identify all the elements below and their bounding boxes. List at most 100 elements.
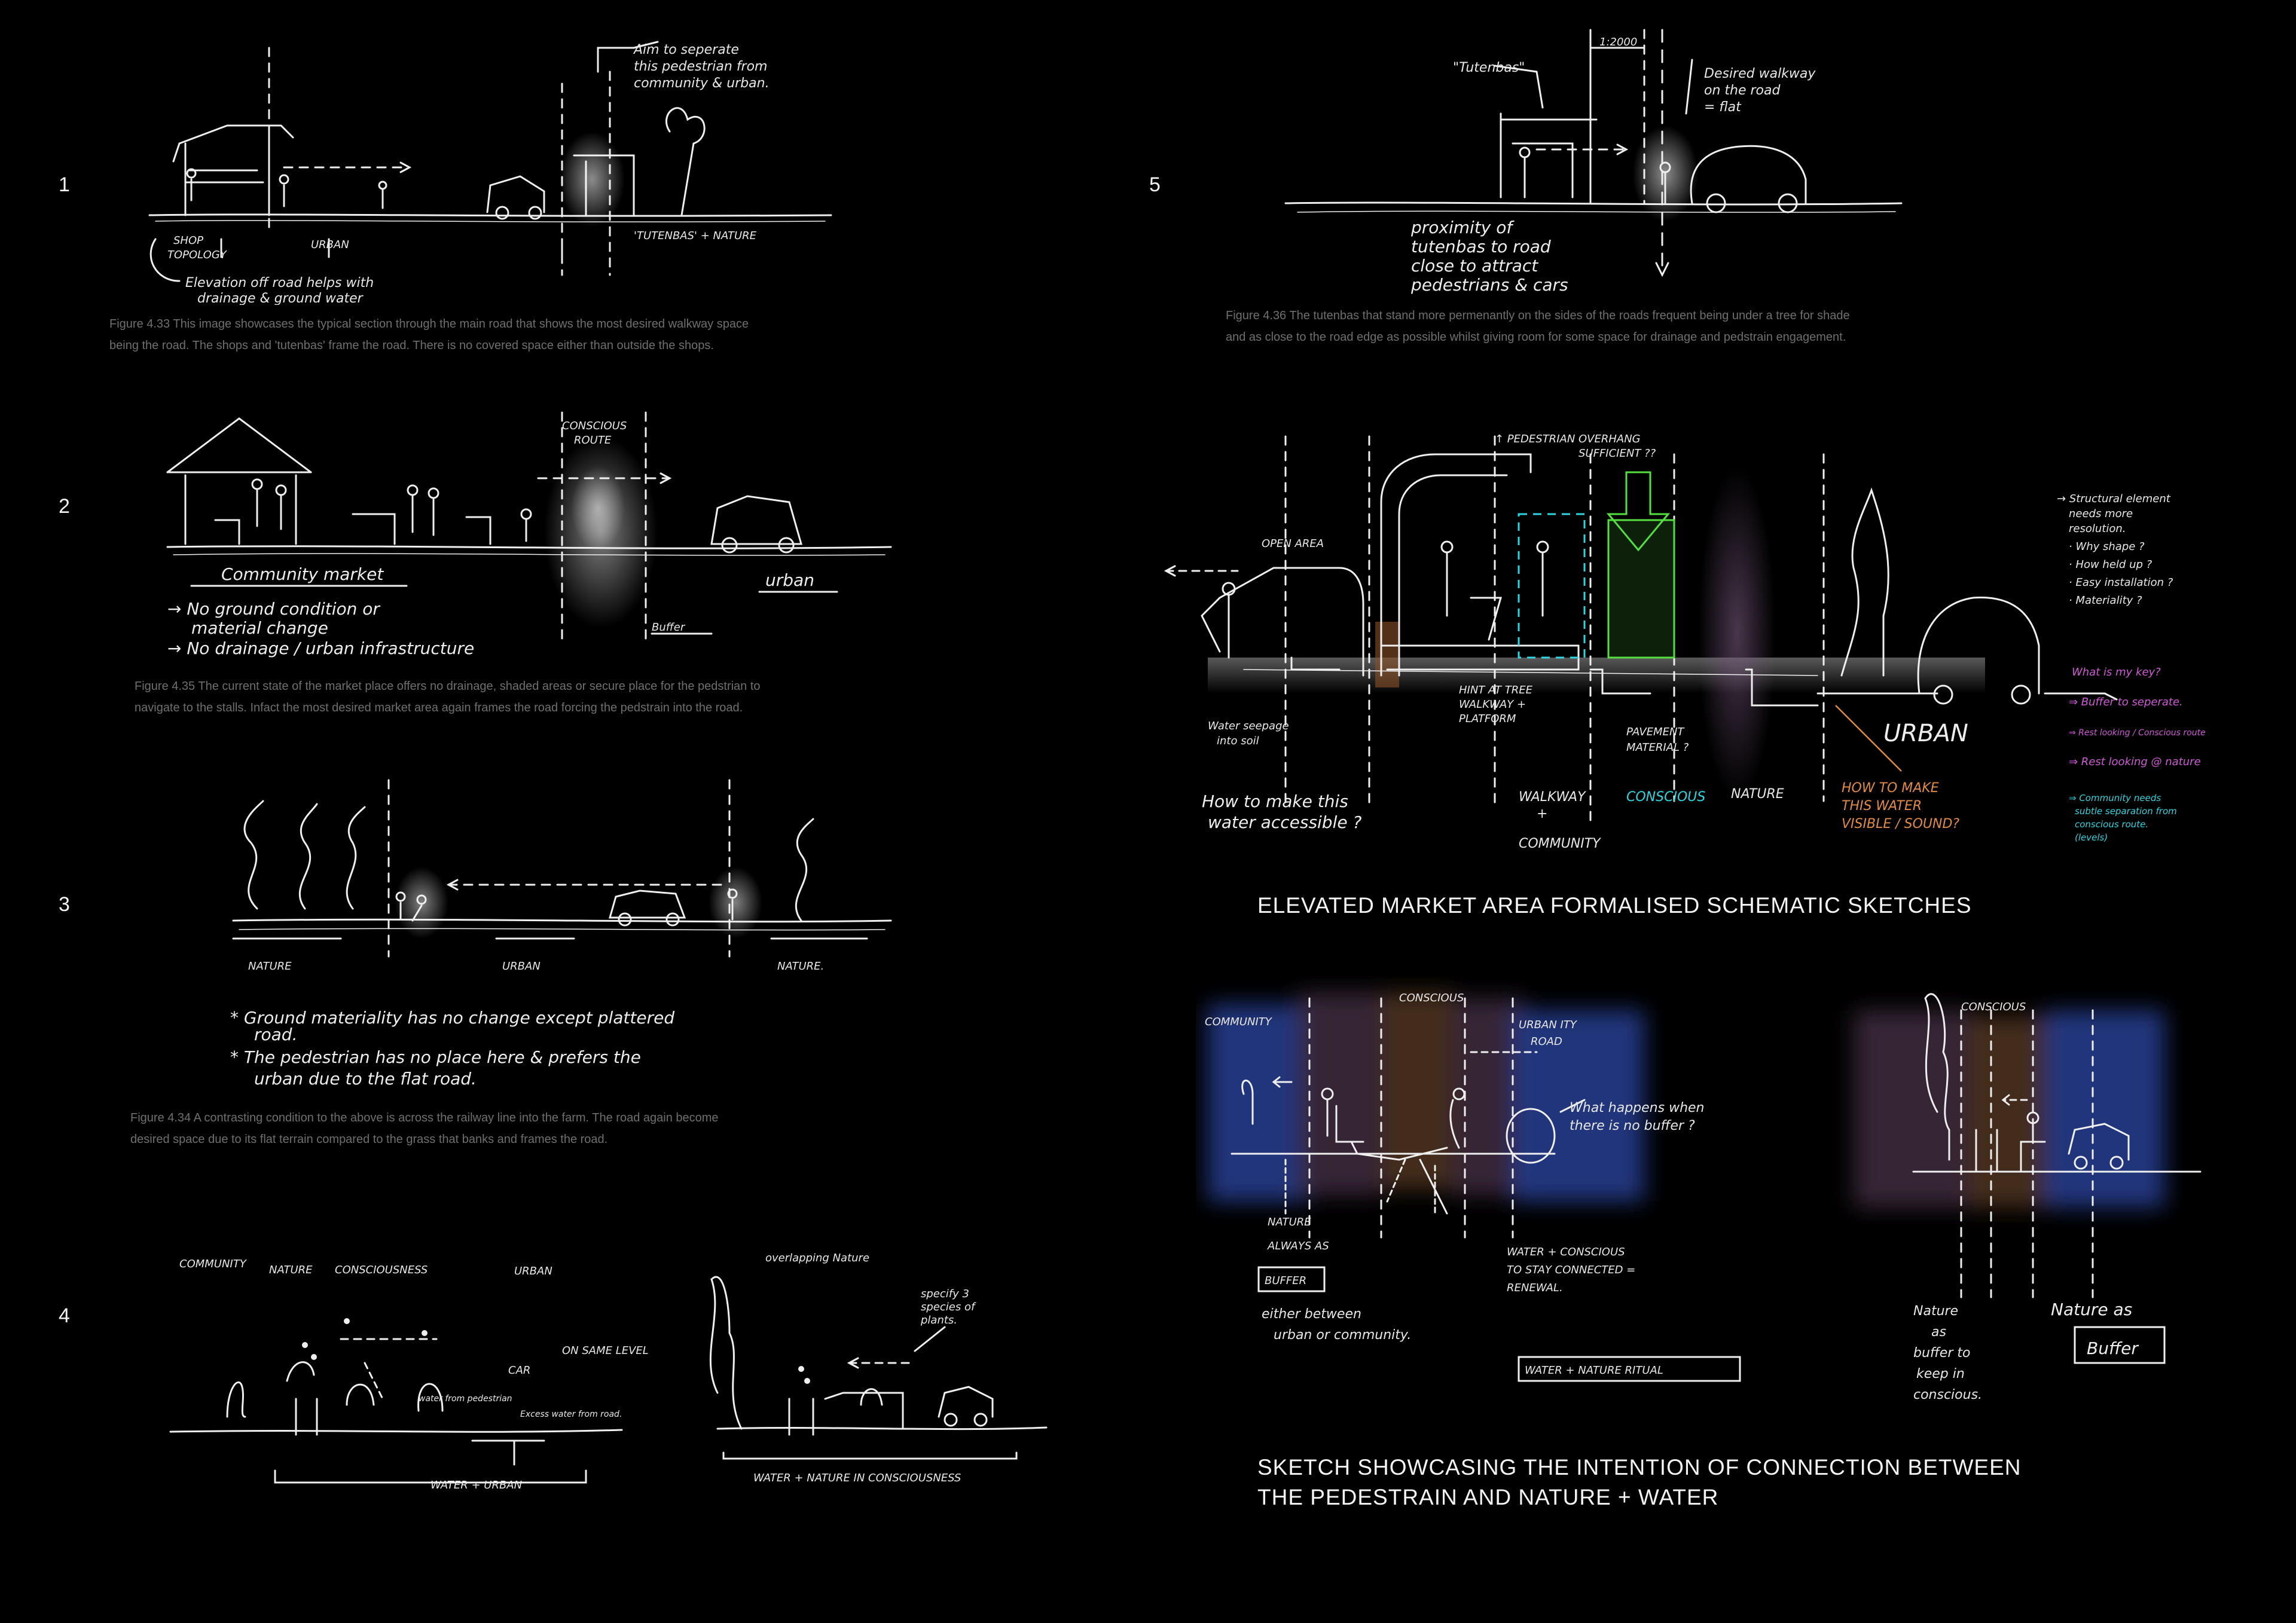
elevation-note-2: drainage & ground water xyxy=(197,291,364,305)
pink-note-nature: ⇒ Rest looking @ nature xyxy=(2069,756,2201,768)
access-2: water accessible ? xyxy=(1208,812,1361,832)
hint-tree-2: WALKWAY + xyxy=(1459,698,1526,711)
caption-fig-4-35: Figure 4.35 The current state of the mar… xyxy=(135,676,761,719)
heading-connection: SKETCH SHOWCASING THE INTENTION OF CONNE… xyxy=(1257,1453,2022,1512)
hint-tree-3: PLATFORM xyxy=(1459,713,1516,725)
note-resolution: resolution. xyxy=(2069,522,2126,535)
car-label: CAR xyxy=(508,1364,530,1377)
seepage-2: into soil xyxy=(1217,735,1259,747)
open-area-label: OPEN AREA xyxy=(1262,537,1324,550)
note-pedestrian: * The pedestrian has no place here & pre… xyxy=(230,1047,641,1067)
dimension-label: 1:2000 xyxy=(1599,36,1637,48)
buffer-question-1: What happens when xyxy=(1570,1101,1705,1115)
urban-label-4: URBAN xyxy=(514,1265,552,1277)
nature-as-label: Nature as xyxy=(2051,1300,2132,1319)
specify-label-3: plants. xyxy=(920,1314,957,1326)
nature-buffer-3: buffer to xyxy=(1913,1346,1970,1361)
sketch-farm-section-3: NATURE URBAN NATURE. * Ground materialit… xyxy=(221,777,909,1100)
tutenbas-label: "Tutenbas" xyxy=(1453,60,1525,75)
nature-label-elevated: NATURE xyxy=(1731,787,1784,802)
overlapping-nature-label: overlapping Nature xyxy=(765,1252,869,1264)
desired-walkway-1: Desired walkway xyxy=(1704,66,1816,81)
community-market-label: Community market xyxy=(221,564,384,584)
visible-3: VISIBLE / SOUND? xyxy=(1842,817,1959,832)
pavement-2: MATERIAL ? xyxy=(1626,741,1689,754)
nature-right-label: NATURE. xyxy=(777,960,824,973)
either-1: either between xyxy=(1262,1307,1361,1322)
overhang-label-2: SUFFICIENT ?? xyxy=(1578,447,1656,460)
sketch-elevated-market: ↑ PEDESTRIAN OVERHANG SUFFICIENT ?? OPEN… xyxy=(1148,418,2272,909)
figure-number-3: 3 xyxy=(59,893,70,916)
buffer-box-label: BUFFER xyxy=(1265,1274,1306,1287)
water-conscious-3: RENEWAL. xyxy=(1507,1282,1563,1294)
nature-always-1: NATURE xyxy=(1268,1216,1311,1228)
excess-water-label: Excess water from road. xyxy=(520,1410,622,1419)
note-ground-materiality-b: road. xyxy=(254,1025,297,1044)
consciousness-label: CONSCIOUSNESS xyxy=(335,1264,428,1276)
urban-label-elevated: URBAN xyxy=(1883,720,1968,747)
pink-note-key: What is my key? xyxy=(2072,666,2161,678)
conscious-label-right: CONSCIOUS xyxy=(1961,1001,2026,1013)
pavement-1: PAVEMENT xyxy=(1626,726,1685,738)
caption-fig-4-34: Figure 4.34 A contrasting condition to t… xyxy=(130,1107,719,1150)
aim-label: Aim to seperate xyxy=(633,42,739,57)
community-label-conn: COMMUNITY xyxy=(1205,1016,1273,1028)
sketch-tutenbas-5: "Tutenbas" 1:2000 Desired walkway on the… xyxy=(1274,24,1931,305)
specify-label-1: specify 3 xyxy=(921,1288,969,1300)
caption-fig-4-33: Figure 4.33 This image showcases the typ… xyxy=(109,313,749,356)
either-2: urban or community. xyxy=(1274,1328,1411,1343)
overhang-label-1: ↑ PEDESTRIAN OVERHANG xyxy=(1495,433,1641,445)
proximity-2: tutenbas to road xyxy=(1411,237,1551,256)
note-why-shape: · Why shape ? xyxy=(2069,540,2145,553)
proximity-4: pedestrians & cars xyxy=(1410,275,1568,295)
heading-elevated-market: ELEVATED MARKET AREA FORMALISED SCHEMATI… xyxy=(1257,891,1972,921)
visible-1: HOW TO MAKE xyxy=(1842,781,1939,796)
pink-note-route: ⇒ Rest looking / Conscious route xyxy=(2069,728,2206,738)
figure-number-2: 2 xyxy=(59,495,70,518)
nature-label-4: NATURE xyxy=(269,1264,313,1276)
figure-number-4: 4 xyxy=(59,1304,70,1328)
figure-number-1: 1 xyxy=(59,173,70,197)
specify-label-2: species of xyxy=(921,1301,976,1313)
conscious-label-conn: CONSCIOUS xyxy=(1399,992,1464,1004)
nature-buffer-5: conscious. xyxy=(1913,1387,1982,1402)
nature-buffer-2: as xyxy=(1931,1325,1946,1340)
conscious-label-elevated: CONSCIOUS xyxy=(1626,790,1705,805)
walkway-1: WALKWAY xyxy=(1519,790,1586,805)
water-urban-label: WATER + URBAN xyxy=(430,1479,522,1491)
walkway-3: COMMUNITY xyxy=(1519,836,1601,851)
hint-tree-1: HINT AT TREE xyxy=(1459,684,1533,696)
cyan-note-3: conscious route. xyxy=(2075,819,2148,830)
road-label: ROAD xyxy=(1531,1035,1562,1048)
water-conscious-2: TO STAY CONNECTED = xyxy=(1507,1264,1635,1276)
desired-walkway-2: on the road xyxy=(1704,83,1781,98)
desired-walkway-3: = flat xyxy=(1704,100,1742,115)
cyan-note-1: ⇒ Community needs xyxy=(2069,793,2161,803)
aim-label-2: this pedestrian from xyxy=(634,59,767,74)
aim-label-3: community & urban. xyxy=(634,76,770,91)
sketch-road-section-1: Aim to seperate this pedestrian from com… xyxy=(132,36,849,305)
water-conscious-1: WATER + CONSCIOUS xyxy=(1507,1246,1625,1258)
note-installation: · Easy installation ? xyxy=(2069,576,2173,589)
urban-ity-label: URBAN ITY xyxy=(1519,1019,1578,1031)
nature-buffer-1: Nature xyxy=(1913,1304,1958,1319)
sketch-market-section-2: CONSCIOUS ROUTE Community market urban B… xyxy=(155,401,909,658)
note-no-ground: → No ground condition or xyxy=(167,599,380,619)
note-no-drainage: → No drainage / urban infrastructure xyxy=(167,638,474,658)
buffer-label-right: Buffer xyxy=(2087,1338,2139,1358)
note-materiality: · Materiality ? xyxy=(2069,594,2142,607)
conscious-label: CONSCIOUS xyxy=(562,420,627,432)
caption-fig-4-36: Figure 4.36 The tutenbas that stand more… xyxy=(1226,305,1850,348)
proximity-1: proximity of xyxy=(1410,218,1515,237)
elevation-note-1: Elevation off road helps with xyxy=(185,276,374,291)
urban-label-2: urban xyxy=(765,570,814,590)
note-needs-more: needs more xyxy=(2069,508,2133,520)
tutenbas-nature-label: 'TUTENBAS' + NATURE xyxy=(634,230,757,242)
seepage-1: Water seepage xyxy=(1208,720,1289,732)
cyan-note-2: subtle separation from xyxy=(2075,806,2177,817)
figure-number-5: 5 xyxy=(1149,173,1161,197)
note-pedestrian-b: urban due to the flat road. xyxy=(254,1069,477,1089)
same-level-label: ON SAME LEVEL xyxy=(562,1344,649,1357)
note-structural: → Structural element xyxy=(2057,493,2171,505)
visible-2: THIS WATER xyxy=(1842,799,1922,814)
